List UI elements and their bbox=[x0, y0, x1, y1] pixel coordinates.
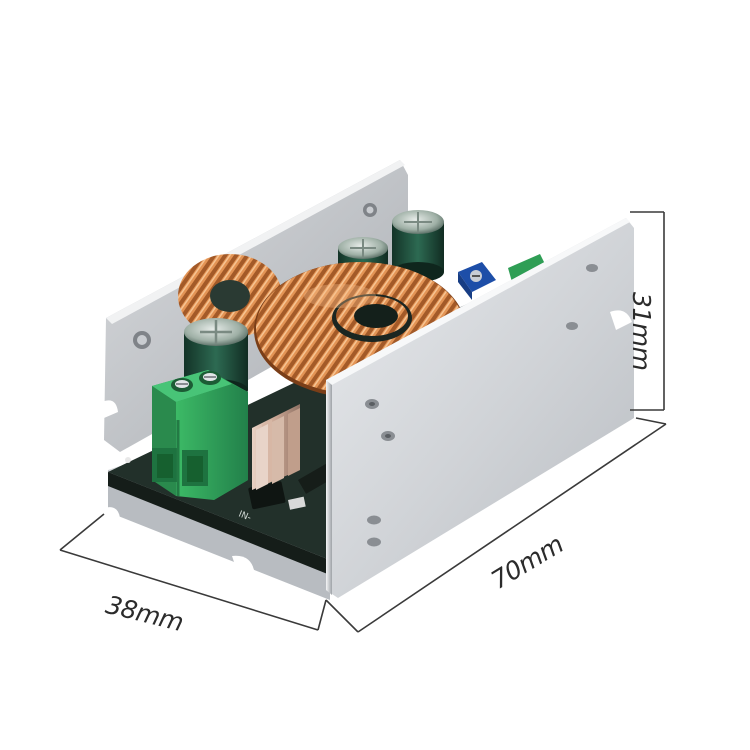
mounting-slot bbox=[232, 555, 254, 574]
screw-terminal-small bbox=[508, 254, 546, 282]
dim-length-line bbox=[357, 423, 667, 633]
front-wall bbox=[326, 218, 634, 598]
dim-width-tick-left bbox=[59, 513, 105, 551]
dim-width-line bbox=[59, 549, 319, 631]
rivet bbox=[586, 264, 598, 272]
height-dimension-label: 31mm bbox=[627, 292, 656, 371]
dim-width-tick-right bbox=[317, 599, 327, 631]
dim-length-tick-left bbox=[325, 599, 359, 633]
dim-length-tick-right bbox=[635, 417, 667, 425]
dimension-lines bbox=[59, 211, 667, 633]
smd-component bbox=[288, 496, 306, 510]
rivet bbox=[566, 322, 578, 330]
mounting-slot bbox=[102, 400, 118, 418]
mounting-slot bbox=[104, 507, 120, 522]
screw-terminal bbox=[152, 370, 248, 500]
rivet bbox=[367, 537, 381, 547]
svg-text:IN-: IN- bbox=[237, 510, 252, 524]
rivet bbox=[367, 515, 381, 525]
mounting-slot bbox=[610, 310, 632, 330]
heatsink bbox=[252, 404, 300, 490]
trimmer-potentiometer bbox=[458, 262, 496, 300]
